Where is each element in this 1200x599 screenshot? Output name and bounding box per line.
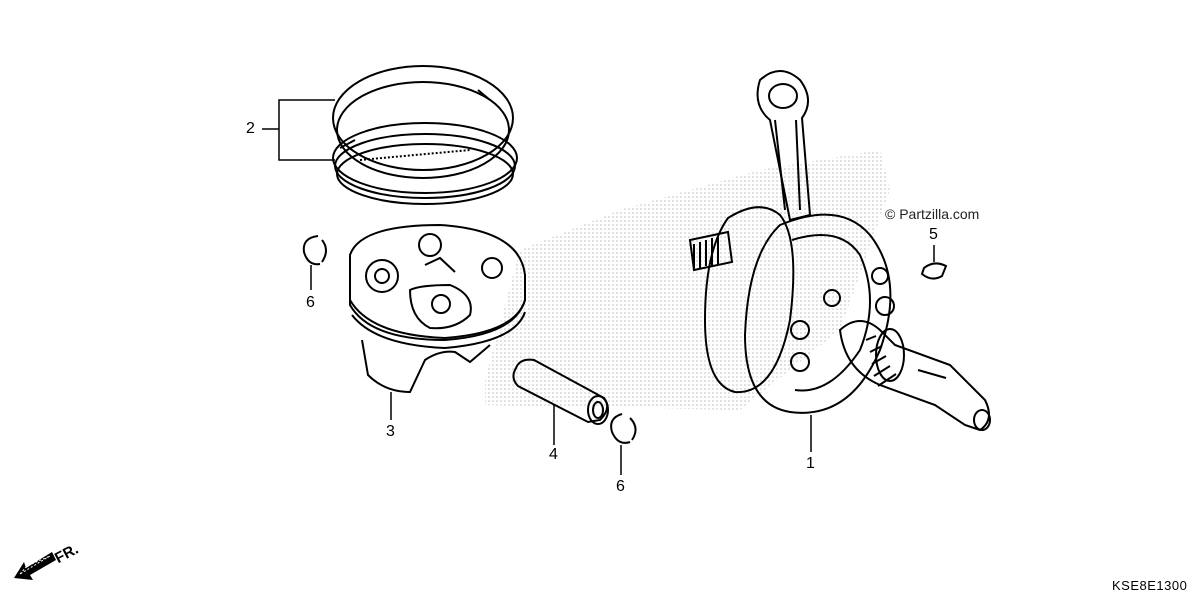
diagram-code: KSE8E1300 xyxy=(1112,578,1188,593)
watermark-text: © Partzilla.com xyxy=(885,206,980,222)
callout-number-3[interactable]: 3 xyxy=(386,423,395,440)
piston[interactable] xyxy=(349,223,526,394)
callout-number-1[interactable]: 1 xyxy=(806,455,815,472)
callout-number-4[interactable]: 4 xyxy=(549,446,558,463)
piston-pin-clip-left[interactable] xyxy=(302,235,327,266)
piston-pin[interactable] xyxy=(512,358,609,425)
piston-pin-clip-right[interactable] xyxy=(610,413,637,444)
callout-number-5[interactable]: 5 xyxy=(929,226,938,243)
callout-leader-2 xyxy=(262,99,335,161)
crankshaft[interactable] xyxy=(688,70,991,432)
callout-number-6-left[interactable]: 6 xyxy=(306,294,315,311)
piston-ring-set[interactable] xyxy=(332,65,518,205)
woodruff-key[interactable] xyxy=(920,262,948,280)
halftone-logo-watermark xyxy=(485,150,890,410)
callout-number-6-right[interactable]: 6 xyxy=(616,478,625,495)
callout-number-2[interactable]: 2 xyxy=(246,120,255,137)
callout-leaders xyxy=(310,245,935,475)
front-arrow-icon xyxy=(14,552,56,580)
